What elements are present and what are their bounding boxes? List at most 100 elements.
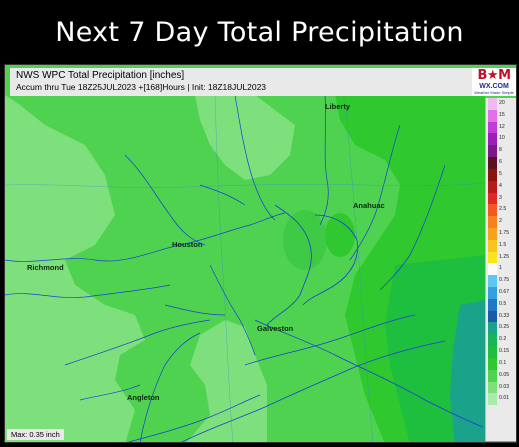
- county-lines: [5, 94, 486, 442]
- city-label-richmond: Richmond: [27, 263, 64, 272]
- legend-swatch: [488, 287, 497, 299]
- legend-swatch: [488, 393, 497, 406]
- logo-mark: B★M: [477, 68, 512, 83]
- legend-swatch: [488, 216, 497, 228]
- legend-label: 0.05: [499, 371, 510, 378]
- legend-swatch: [488, 322, 497, 335]
- legend-row: 0.75: [486, 275, 516, 287]
- legend-row: 20: [486, 98, 516, 110]
- legend-swatch: [488, 133, 497, 146]
- legend-row: 12: [486, 121, 516, 134]
- legend-row: 0.25: [486, 322, 516, 335]
- legend-row: 6: [486, 157, 516, 169]
- legend-label: 0.15: [499, 348, 510, 355]
- legend-row: 4: [486, 180, 516, 193]
- legend-row: 0.2: [486, 334, 516, 347]
- legend-swatch: [488, 180, 497, 193]
- water-bodies: [127, 204, 484, 442]
- legend-label: 1.5: [499, 241, 507, 248]
- legend-swatch: [488, 98, 497, 110]
- legend-swatch: [488, 357, 497, 370]
- bam-logo: B★M WX.COM Weather Made Simple: [472, 68, 516, 96]
- logo-tagline: Weather Made Simple: [474, 90, 514, 95]
- legend-label: 20: [499, 100, 505, 106]
- legend-swatch: [488, 121, 497, 134]
- legend-swatch: [488, 251, 497, 264]
- legend-label: 0.5: [499, 300, 507, 307]
- legend-label: 6: [499, 159, 502, 166]
- legend-swatch: [488, 369, 497, 382]
- legend-label: 1.25: [499, 253, 510, 260]
- legend-row: 2.5: [486, 204, 516, 217]
- city-label-anahuac: Anahuac: [353, 201, 385, 210]
- legend-label: 15: [499, 111, 505, 118]
- legend-row: 0.5: [486, 298, 516, 311]
- legend-swatch: [488, 275, 497, 287]
- legend-label: 1.75: [499, 229, 510, 236]
- legend-label: 0.01: [499, 395, 510, 402]
- legend-row: 8: [486, 145, 516, 158]
- legend-label: 0.2: [499, 336, 507, 343]
- legend-row: 5: [486, 168, 516, 181]
- legend-swatch: [488, 334, 497, 347]
- legend-row: 1.5: [486, 239, 516, 252]
- legend-swatch: [488, 157, 497, 169]
- legend-label: 0.67: [499, 289, 510, 295]
- map-header: NWS WPC Total Precipitation [inches] Acc…: [10, 68, 472, 96]
- teal-zone: [450, 300, 485, 442]
- anahuac-precip-cell: [325, 213, 355, 257]
- city-label-liberty: Liberty: [325, 102, 351, 111]
- light-green-zone-south: [186, 320, 267, 442]
- legend-swatch: [488, 168, 497, 181]
- legend-label: 12: [499, 123, 505, 130]
- legend-label: 1: [499, 265, 502, 272]
- legend-label: 2: [499, 218, 502, 225]
- legend-swatch: [488, 298, 497, 311]
- legend-label: 8: [499, 147, 502, 154]
- legend-row: 15: [486, 109, 516, 122]
- legend-swatch: [488, 381, 497, 394]
- legend-label: 0.1: [499, 359, 507, 366]
- light-green-zone-north: [195, 95, 295, 180]
- legend-label: 0.25: [499, 324, 510, 331]
- city-label-angleton: Angleton: [127, 393, 160, 402]
- legend-row: 1.75: [486, 227, 516, 240]
- legend-row: 10: [486, 133, 516, 146]
- legend-row: 1.25: [486, 251, 516, 264]
- legend-row: 0.01: [486, 393, 516, 406]
- legend-label: 0.03: [499, 383, 510, 390]
- bay-precip-cell: [283, 210, 327, 270]
- legend-swatch: [488, 239, 497, 252]
- map-canvas: [5, 65, 516, 442]
- legend-label: 10: [499, 135, 505, 142]
- legend-swatch: [488, 109, 497, 122]
- legend-label: 4: [499, 182, 502, 189]
- legend-swatch: [488, 192, 497, 205]
- legend-row: 0.67: [486, 287, 516, 299]
- map-header-title: NWS WPC Total Precipitation [inches]: [16, 70, 185, 81]
- max-value-label: Max: 0.35 inch: [7, 429, 64, 440]
- legend-swatch: [488, 346, 497, 358]
- banner-title: Next 7 Day Total Precipitation: [0, 0, 519, 64]
- legend-row: 0.1: [486, 357, 516, 370]
- legend-label: 3: [499, 194, 502, 201]
- legend-row: 0.33: [486, 310, 516, 323]
- legend-label: 0.75: [499, 277, 510, 284]
- legend-row: 0.03: [486, 381, 516, 394]
- legend-swatch: [488, 145, 497, 158]
- city-label-houston: Houston: [172, 240, 203, 249]
- legend-row: 1: [486, 263, 516, 276]
- legend-row: 0.15: [486, 346, 516, 358]
- light-green-zone: [5, 95, 145, 442]
- legend-row: 3: [486, 192, 516, 205]
- legend-label: 2.5: [499, 206, 507, 213]
- precipitation-map: NWS WPC Total Precipitation [inches] Acc…: [4, 64, 517, 443]
- logo-domain: WX.COM: [479, 83, 509, 90]
- legend-swatch: [488, 310, 497, 323]
- legend-row: 0.05: [486, 369, 516, 382]
- legend-row: 2: [486, 216, 516, 228]
- legend-swatch: [488, 227, 497, 240]
- map-header-subtitle: Accum thru Tue 18Z25JUL2023 +[168]Hours …: [16, 82, 267, 92]
- legend-label: 0.33: [499, 312, 510, 319]
